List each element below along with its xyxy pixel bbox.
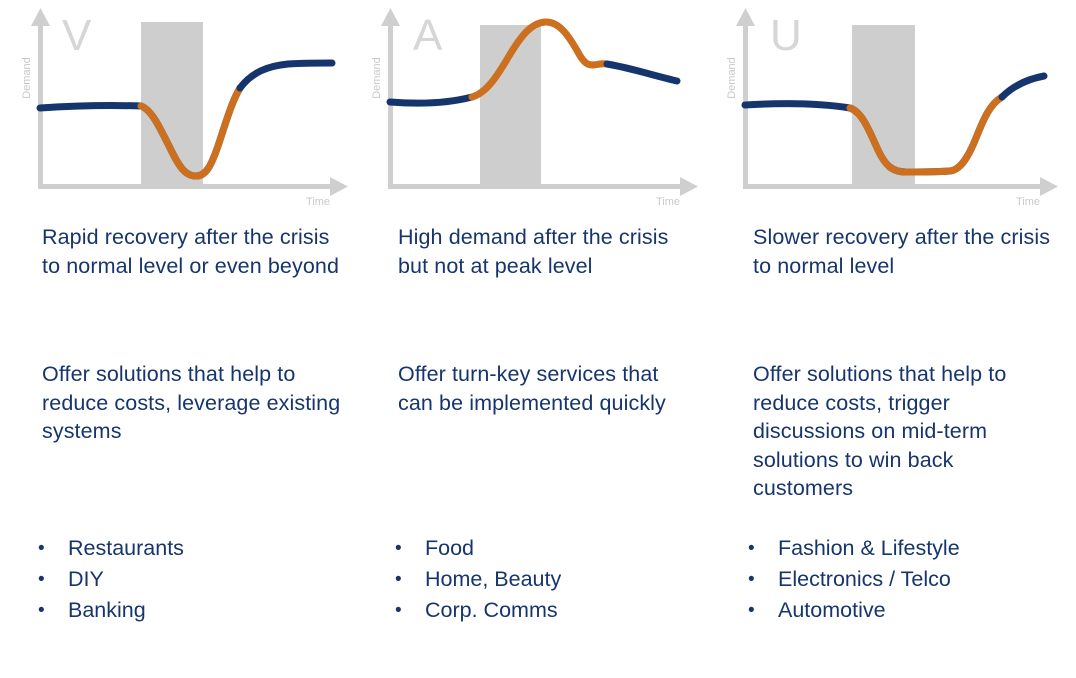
bullet-list-a-shape: • Food • Home, Beauty • Corp. Comms [395, 533, 695, 626]
headline-u-shape: Slower recovery after the crisis to norm… [753, 225, 1051, 278]
list-item: • Electronics / Telco [748, 564, 1058, 595]
solution-a-shape: Offer turn-key services that can be impl… [398, 362, 666, 415]
curve-normal-post [998, 72, 1048, 101]
column-a-shape: Demand Time A High demand after the cris… [355, 0, 710, 678]
x-axis [743, 177, 1058, 196]
curve-normal-pre [36, 102, 145, 112]
bullet-icon: • [748, 600, 755, 621]
solution-u-shape: Offer solutions that help to reduce cost… [753, 362, 1007, 500]
list-item: • Home, Beauty [395, 564, 695, 595]
bullet-label: Fashion & Lifestyle [778, 536, 960, 560]
bullet-list-u-shape: • Fashion & Lifestyle • Electronics / Te… [748, 533, 1058, 626]
y-axis-label: Demand [371, 57, 383, 99]
shape-letter-u: U [770, 11, 802, 60]
bullet-icon: • [748, 569, 755, 590]
bullet-list-v-shape: • Restaurants • DIY • Banking [38, 533, 338, 626]
curve-normal-pre [741, 100, 854, 112]
chart-u-shape: Demand Time U [710, 0, 1076, 215]
y-axis [31, 8, 50, 187]
headline-v-shape: Rapid recovery after the crisis to norma… [42, 225, 340, 278]
bullet-label: Corp. Comms [425, 598, 558, 622]
x-axis-label: Time [306, 196, 330, 208]
bullet-label: Home, Beauty [425, 567, 562, 591]
y-axis [381, 8, 400, 187]
bullet-icon: • [38, 538, 45, 559]
curve-crisis [468, 18, 611, 101]
curve-normal-post [236, 59, 336, 92]
list-item: • DIY [38, 564, 338, 595]
shape-letter-a: A [413, 11, 443, 60]
bullet-label: Banking [68, 598, 146, 622]
bullet-icon: • [38, 569, 45, 590]
list-item: • Fashion & Lifestyle [748, 533, 1058, 564]
curve-normal-post [603, 60, 681, 85]
bullet-label: Restaurants [68, 536, 184, 560]
x-axis-label: Time [656, 196, 680, 208]
list-item: • Food [395, 533, 695, 564]
crisis-band-rect [141, 22, 203, 185]
curve-crisis [137, 84, 244, 180]
list-item: • Banking [38, 595, 338, 626]
bullet-label: Food [425, 536, 475, 560]
curve-crisis [846, 93, 1006, 176]
bullet-icon: • [748, 538, 755, 559]
bullet-label: DIY [68, 567, 104, 591]
bullet-label: Automotive [778, 598, 886, 622]
y-axis-label: Demand [726, 57, 738, 99]
list-item: • Corp. Comms [395, 595, 695, 626]
x-axis-label: Time [1016, 196, 1040, 208]
x-axis [388, 177, 698, 196]
shape-letter-v: V [62, 11, 92, 60]
chart-v-shape: Demand Time V [0, 0, 355, 215]
solution-v-shape: Offer solutions that help to reduce cost… [42, 362, 341, 443]
bullet-icon: • [395, 600, 402, 621]
column-v-shape: Demand Time V Rapid recovery after the c… [0, 0, 355, 678]
headline-a-shape: High demand after the crisis but not at … [398, 225, 669, 278]
list-item: • Automotive [748, 595, 1058, 626]
bullet-label: Electronics / Telco [778, 567, 951, 591]
bullet-icon: • [395, 538, 402, 559]
list-item: • Restaurants [38, 533, 338, 564]
bullet-icon: • [38, 600, 45, 621]
chart-a-shape: Demand Time A [355, 0, 710, 215]
bullet-icon: • [395, 569, 402, 590]
x-axis [38, 177, 348, 196]
curve-normal-pre [386, 93, 476, 107]
y-axis-label: Demand [21, 57, 33, 99]
y-axis [736, 8, 755, 187]
column-u-shape: Demand Time U Slower recovery after the … [710, 0, 1076, 678]
